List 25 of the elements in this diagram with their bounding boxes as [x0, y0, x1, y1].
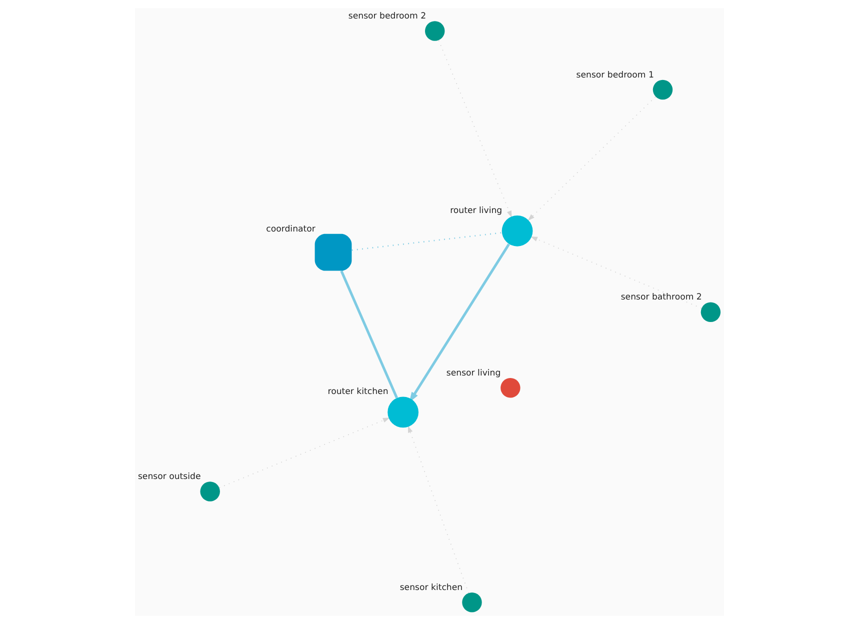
arrow	[438, 40, 512, 218]
node-circle	[200, 482, 220, 502]
node-label: sensor kitchen	[399, 582, 462, 593]
connector	[340, 270, 398, 398]
node-circle	[387, 396, 418, 428]
arrow	[527, 96, 656, 221]
arrow	[218, 418, 390, 488]
node-circle	[700, 302, 720, 322]
node-circle	[424, 21, 444, 41]
node-label: sensor outside	[137, 472, 200, 482]
arrow	[408, 244, 510, 402]
arrow	[407, 426, 468, 594]
node-label: router kitchen	[327, 387, 388, 398]
connector	[351, 232, 502, 251]
node-label: sensor living	[446, 368, 500, 378]
node-box	[314, 234, 352, 271]
node-label: coordinator	[266, 224, 315, 234]
node-circle	[462, 592, 482, 612]
node-label: sensor bedroom 2	[348, 12, 426, 22]
node-label: sensor bedroom 1	[576, 70, 654, 80]
node-circle	[500, 378, 520, 398]
node-label: router living	[450, 206, 502, 216]
node-circle	[652, 80, 672, 100]
node-label: sensor bathroom 2	[620, 292, 702, 303]
node-circle	[501, 215, 532, 246]
